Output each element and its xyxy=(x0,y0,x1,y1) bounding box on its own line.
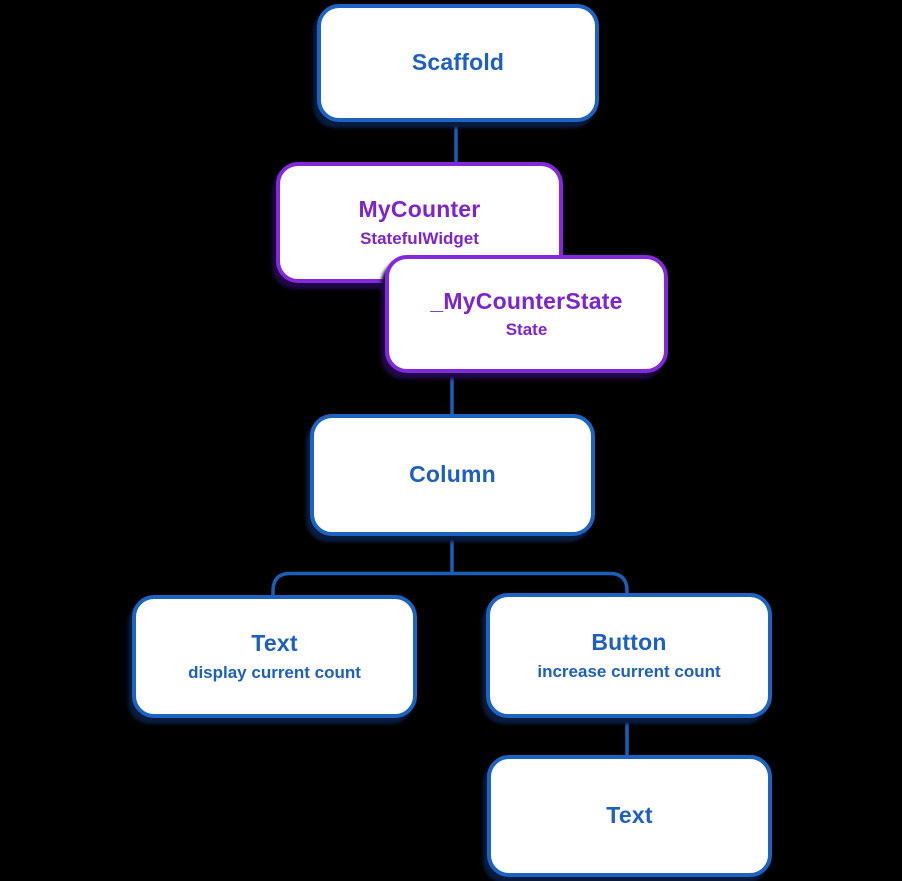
node-text-display-sublabel: display current count xyxy=(188,662,361,682)
node-mycounter-label: MyCounter xyxy=(358,196,481,222)
node-mycounter: MyCounter StatefulWidget xyxy=(276,162,563,283)
node-text-display-label: Text xyxy=(251,630,298,656)
node-mycounter-state-label: _MyCounterState xyxy=(430,287,623,314)
node-text-child-label: Text xyxy=(606,802,653,829)
node-text-child: Text xyxy=(487,755,772,877)
node-mycounter-sublabel: StatefulWidget xyxy=(360,228,479,248)
node-button: Button increase current count xyxy=(486,593,772,718)
node-mycounter-state: _MyCounterState State xyxy=(385,255,668,373)
node-scaffold: Scaffold xyxy=(317,4,599,122)
node-button-sublabel: increase current count xyxy=(537,661,721,681)
node-scaffold-label: Scaffold xyxy=(411,49,505,76)
edge-column-branches xyxy=(271,571,629,598)
node-column: Column xyxy=(310,414,595,536)
node-mycounter-state-sublabel: State xyxy=(505,320,548,340)
node-button-label: Button xyxy=(591,629,667,655)
node-text-display: Text display current count xyxy=(132,595,417,718)
node-column-label: Column xyxy=(409,461,496,488)
